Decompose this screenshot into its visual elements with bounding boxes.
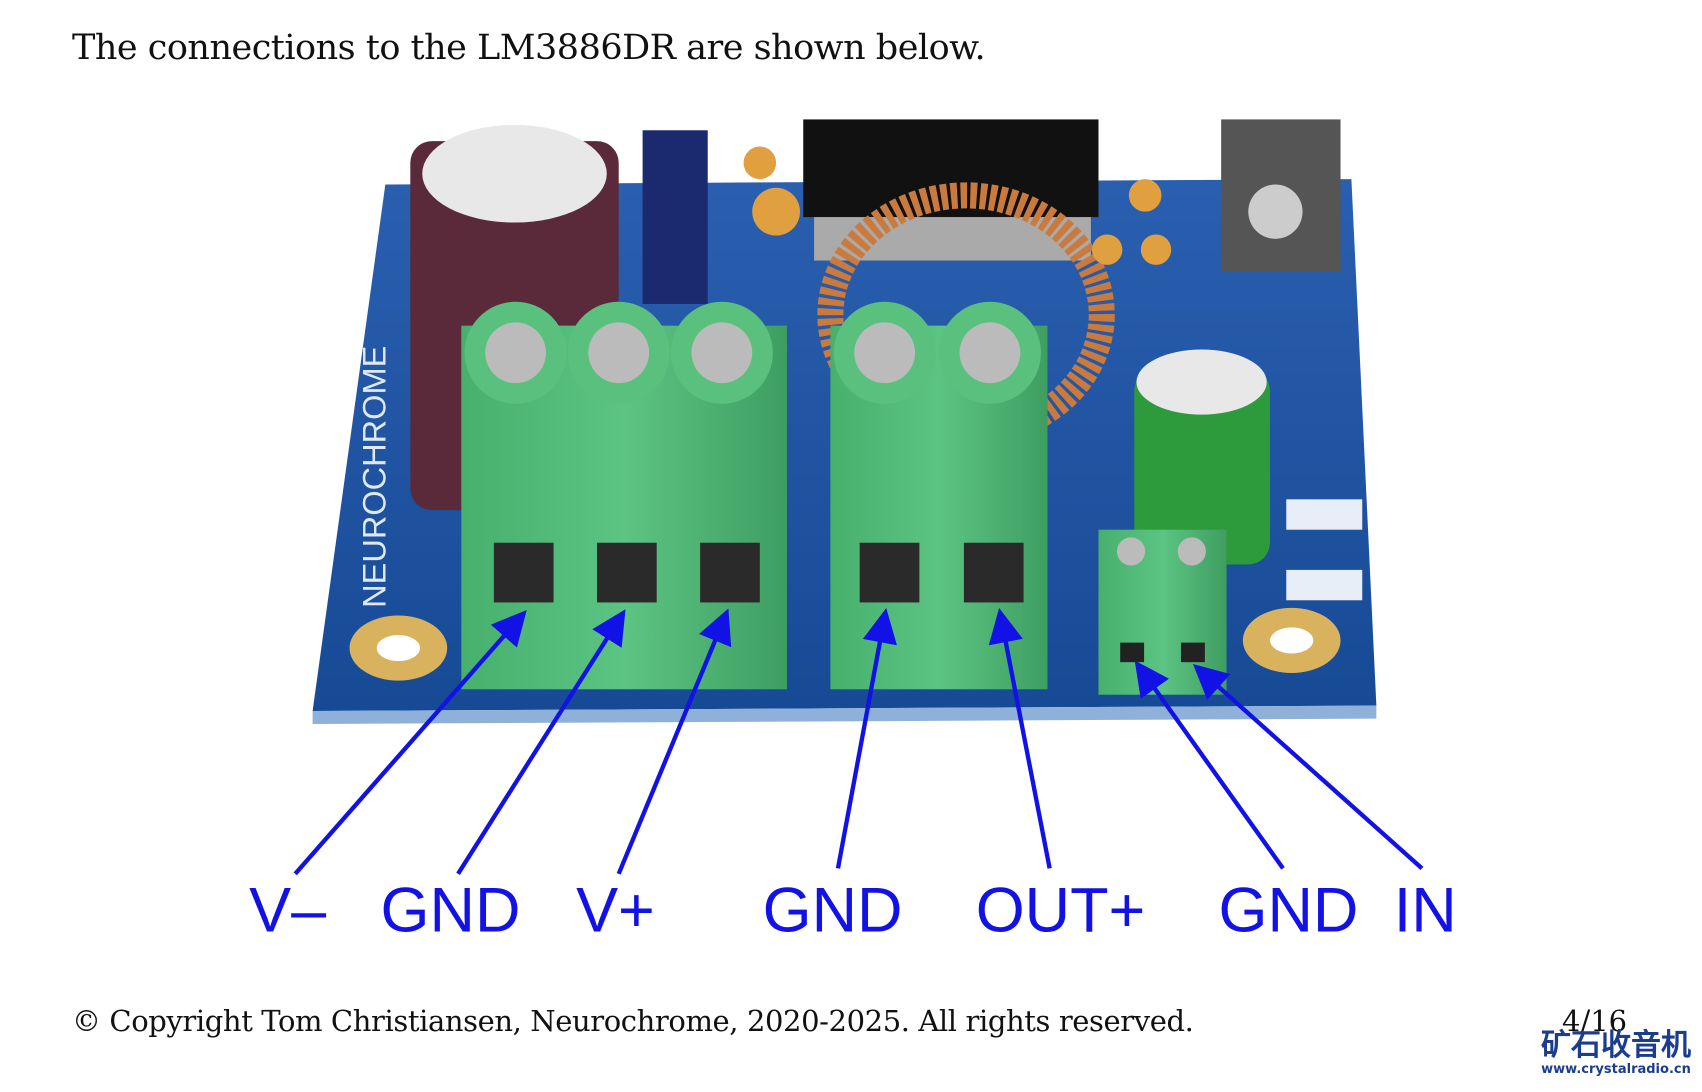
label-in: IN <box>1394 875 1457 945</box>
arrow-gnd-3 <box>1134 660 1285 870</box>
page-number: 4/16 <box>1562 1004 1628 1038</box>
board-brand-text: NEUROCHROME <box>356 346 392 608</box>
label-gnd-1: GND <box>381 875 521 945</box>
arrow-v-minus <box>293 610 527 876</box>
label-v-plus: V+ <box>576 875 655 945</box>
terminal-block-input <box>1098 529 1227 695</box>
watermark-logo: 矿石收音机 www.crystalradio.cn <box>1536 1028 1696 1078</box>
intro-text: The connections to the LM3886DR are show… <box>72 28 986 68</box>
watermark-url: www.crystalradio.cn <box>1541 1062 1691 1077</box>
arrow-v-plus <box>616 608 732 875</box>
label-gnd-2: GND <box>763 875 903 945</box>
arrow-out-plus <box>988 608 1052 869</box>
terminal-block-output <box>830 301 1048 690</box>
connection-arrows <box>293 608 1424 876</box>
label-v-minus: V– <box>249 875 326 945</box>
arrow-gnd-1 <box>456 609 626 875</box>
copyright-footer: © Copyright Tom Christiansen, Neurochrom… <box>72 1004 1194 1038</box>
watermark-name: 矿石收音机 <box>1541 1028 1691 1063</box>
small-capacitor <box>1134 349 1270 565</box>
label-gnd-3: GND <box>1219 875 1359 945</box>
terminal-labels: V– GND V+ GND OUT+ GND IN <box>249 875 1457 945</box>
arrow-in <box>1192 663 1424 871</box>
arrow-gnd-2 <box>835 608 897 869</box>
label-out-plus: OUT+ <box>976 875 1146 945</box>
ic-heatsink <box>803 119 1341 272</box>
